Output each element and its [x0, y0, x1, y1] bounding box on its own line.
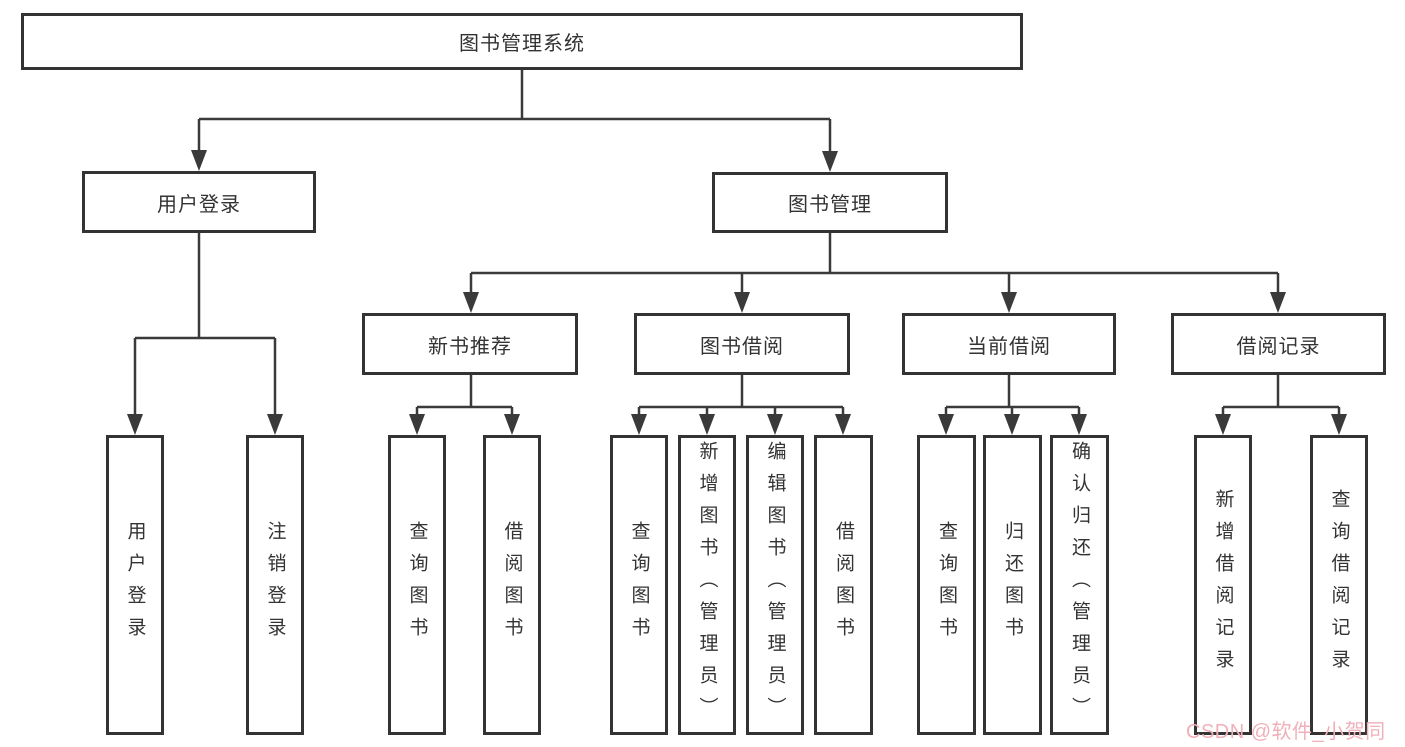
arrowhead	[267, 414, 283, 435]
node-book-borrow: 图书借阅	[634, 313, 850, 375]
arrowhead	[1001, 292, 1017, 313]
leaf-confirm-return-admin: 确认归还（管理员）	[1050, 435, 1109, 735]
leaf-edit-books-admin: 编辑图书（管理员）	[746, 435, 804, 735]
node-book-management: 图书管理	[712, 172, 948, 233]
connector-userlogin-to-leaves	[133, 233, 277, 415]
leaf-return-books: 归还图书	[983, 435, 1042, 735]
connector-records-to-leaves	[1221, 375, 1341, 415]
leaf-query-borrow-record: 查询借阅记录	[1310, 435, 1368, 735]
arrowhead	[1331, 414, 1347, 435]
leaf-logout: 注销登录	[246, 435, 304, 735]
leaf-add-borrow-record: 新增借阅记录	[1194, 435, 1252, 735]
leaf-borrow-books-recommend: 借阅图书	[483, 435, 541, 735]
connector-borrow-to-leaves	[637, 375, 845, 415]
arrowhead	[1270, 292, 1286, 313]
leaf-query-books-current: 查询图书	[917, 435, 976, 735]
node-current-borrow: 当前借阅	[902, 313, 1116, 375]
csdn-watermark: CSDN @软件_小贺同学	[1186, 721, 1386, 743]
leaf-add-books-admin: 新增图书（管理员）	[678, 435, 736, 735]
leaf-query-books-recommend: 查询图书	[388, 435, 446, 735]
connector-newbooks-to-leaves	[415, 375, 514, 415]
connector-bookmgmt-to-level3	[469, 233, 1280, 293]
connector-current-to-leaves	[944, 375, 1081, 415]
leaf-user-login: 用户登录	[106, 435, 164, 735]
arrowhead	[1215, 414, 1231, 435]
node-user-login: 用户登录	[82, 171, 316, 233]
arrowhead	[127, 414, 143, 435]
arrowhead	[699, 414, 715, 435]
node-library-system: 图书管理系统	[21, 13, 1023, 70]
arrowhead	[822, 151, 838, 172]
arrowhead	[1004, 414, 1020, 435]
arrowhead	[1071, 414, 1087, 435]
arrowhead	[767, 414, 783, 435]
leaf-borrow-books: 借阅图书	[814, 435, 873, 735]
arrowhead	[835, 414, 851, 435]
arrowhead	[409, 414, 425, 435]
leaf-query-books-borrow: 查询图书	[610, 435, 668, 735]
connector-root-to-level2	[197, 70, 832, 152]
arrowhead	[463, 292, 479, 313]
node-borrow-records: 借阅记录	[1171, 313, 1386, 375]
arrowhead	[938, 414, 954, 435]
node-new-book-recommend: 新书推荐	[362, 313, 578, 375]
arrowhead	[631, 414, 647, 435]
arrowhead	[504, 414, 520, 435]
arrowhead	[191, 150, 207, 171]
arrowhead	[734, 292, 750, 313]
